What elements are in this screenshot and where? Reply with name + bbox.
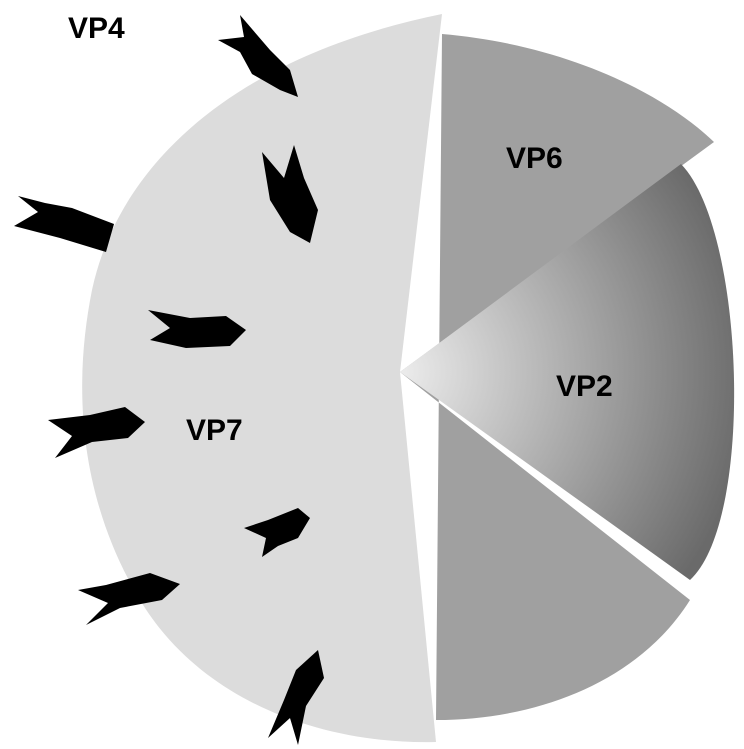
label-vp2: VP2	[556, 370, 613, 403]
spike-2	[262, 145, 318, 243]
vp4-spikes	[14, 15, 324, 745]
outer-layer-vp7	[82, 14, 442, 743]
label-vp6: VP6	[506, 142, 563, 175]
spike-6	[244, 508, 310, 557]
spike-3	[14, 196, 114, 252]
spike-4	[148, 310, 246, 348]
label-vp4: VP4	[68, 12, 125, 45]
middle-layer-vp6	[400, 34, 714, 720]
spike-1	[218, 15, 298, 97]
label-vp7: VP7	[186, 414, 243, 447]
inner-core-vp2	[400, 164, 735, 580]
spike-5	[48, 407, 145, 458]
spike-8	[268, 650, 324, 745]
spike-7	[78, 573, 180, 625]
